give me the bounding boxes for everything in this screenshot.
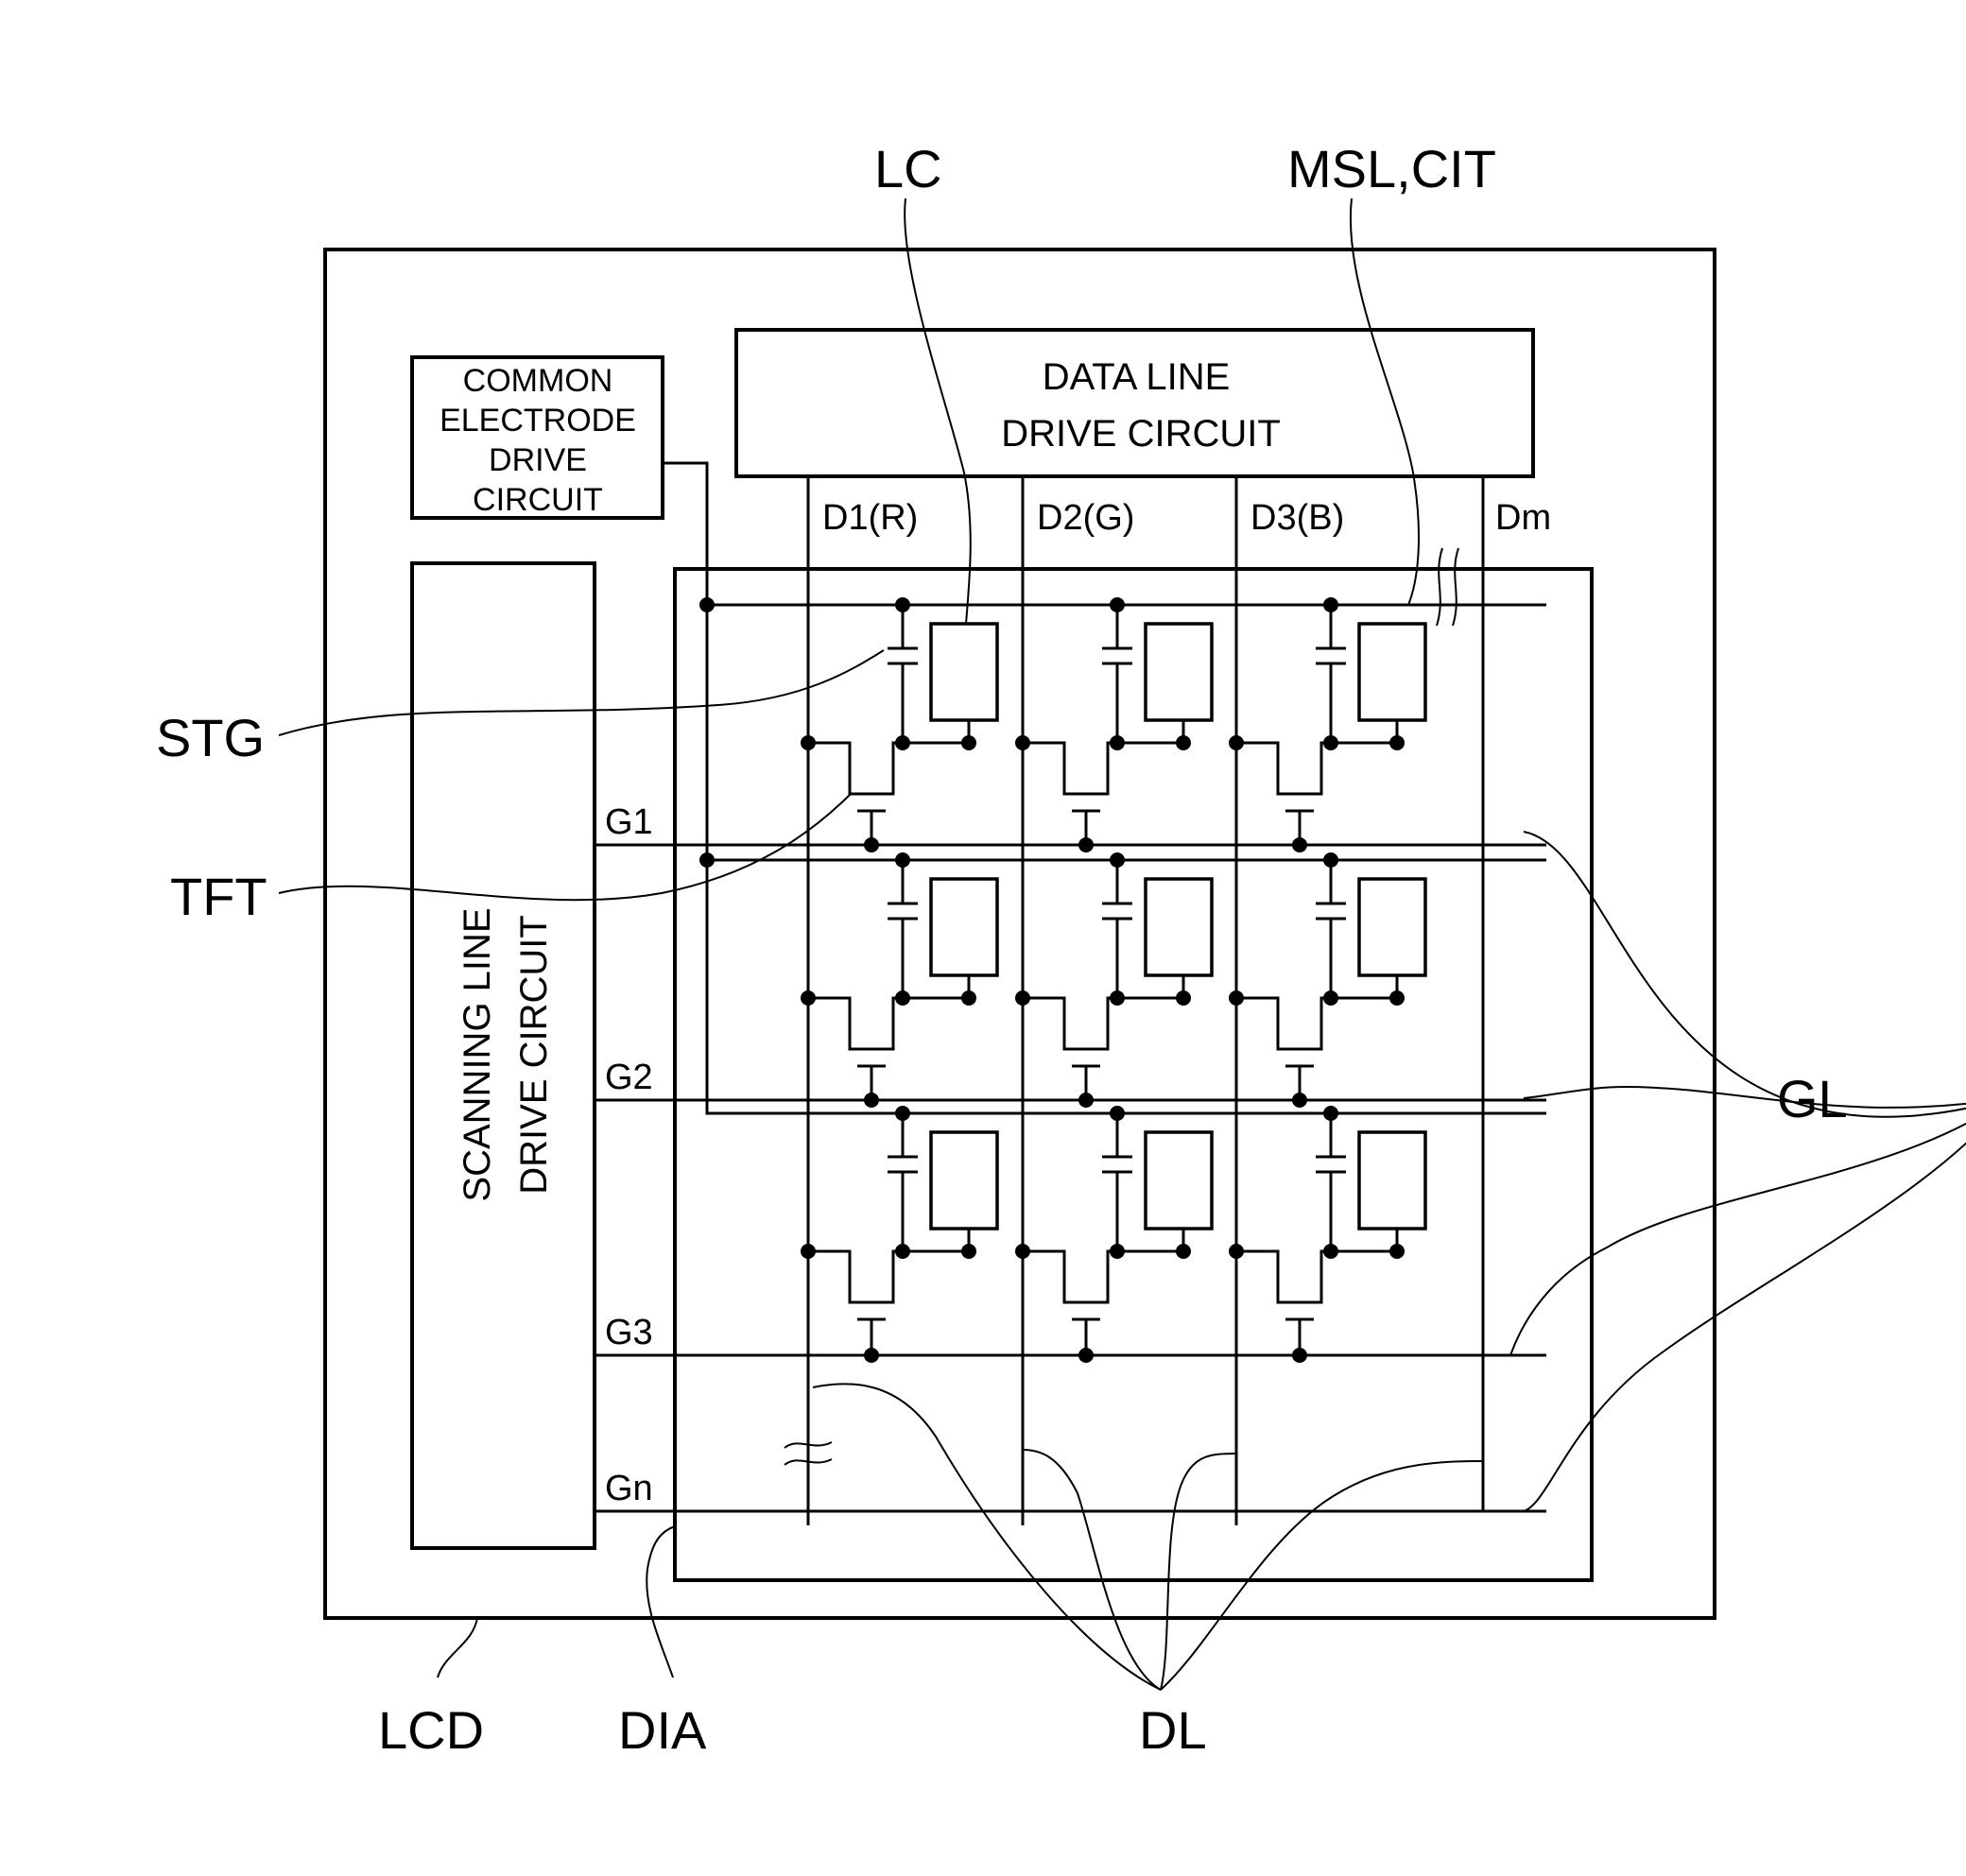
junction-dot <box>1078 1093 1094 1108</box>
junction-dot <box>1323 1244 1338 1259</box>
data-circuit-line-1: DATA LINE <box>1043 356 1231 398</box>
junction-dot <box>1229 990 1244 1006</box>
junction-dot <box>1015 735 1030 750</box>
junction-dot <box>1015 1244 1030 1259</box>
label-lc: LC <box>874 139 942 198</box>
gate-line-label-g1: G1 <box>605 802 653 842</box>
label-lcd: LCD <box>378 1700 484 1760</box>
common-circuit-line-4: CIRCUIT <box>473 482 603 518</box>
data-line-label-dm: Dm <box>1495 498 1551 538</box>
junction-dot <box>1110 1244 1125 1259</box>
common-circuit-line-3: DRIVE <box>489 442 587 478</box>
junction-dot <box>1323 990 1338 1006</box>
data-line-label-d3: D3(B) <box>1250 498 1344 538</box>
gate-line-label-g3: G3 <box>605 1313 653 1352</box>
display-area <box>675 569 1592 1580</box>
junction-dot <box>961 990 976 1006</box>
liquid-crystal-cell <box>1359 624 1425 720</box>
junction-dot <box>801 735 816 750</box>
junction-dot <box>1292 837 1307 852</box>
junction-dot <box>1389 735 1405 750</box>
label-msl-cit: MSL,CIT <box>1287 139 1496 198</box>
common-circuit-line-1: COMMON <box>463 363 613 399</box>
junction-dot <box>1323 735 1338 750</box>
junction-dot <box>1389 1244 1405 1259</box>
liquid-crystal-cell <box>1146 879 1212 975</box>
junction-dot <box>1176 1244 1191 1259</box>
liquid-crystal-cell <box>1359 1132 1425 1229</box>
scan-circuit-line-2: DRIVE CIRCUIT <box>513 915 555 1195</box>
scan-circuit-line-1: SCANNING LINE <box>457 907 498 1201</box>
junction-dot <box>895 1244 910 1259</box>
junction-dot <box>801 990 816 1006</box>
liquid-crystal-cell <box>1146 624 1212 720</box>
data-line-label-d1: D1(R) <box>822 498 918 538</box>
junction-dot <box>1389 990 1405 1006</box>
junction-dot <box>895 735 910 750</box>
junction-dot <box>1292 1348 1307 1363</box>
junction-dot <box>1229 735 1244 750</box>
label-dl: DL <box>1139 1700 1207 1760</box>
data-circuit-line-2: DRIVE CIRCUIT <box>1001 413 1281 455</box>
liquid-crystal-cell <box>931 879 997 975</box>
liquid-crystal-cell <box>931 624 997 720</box>
label-dia: DIA <box>618 1700 707 1760</box>
junction-dot <box>1110 735 1125 750</box>
liquid-crystal-cell <box>1359 879 1425 975</box>
junction-dot <box>1110 1106 1125 1121</box>
common-circuit-line-2: ELECTRODE <box>440 403 636 439</box>
leader-lcd <box>438 1618 477 1678</box>
label-tft: TFT <box>170 867 267 926</box>
junction-dot <box>961 1244 976 1259</box>
gate-line-label-g2: G2 <box>605 1058 653 1097</box>
junction-dot <box>864 837 879 852</box>
junction-dot <box>1323 1106 1338 1121</box>
common-node-2 <box>699 852 715 868</box>
junction-dot <box>895 990 910 1006</box>
gate-line-label-gn: Gn <box>605 1469 653 1508</box>
junction-dot <box>1078 1348 1094 1363</box>
junction-dot <box>895 597 910 612</box>
liquid-crystal-cell <box>931 1132 997 1229</box>
junction-dot <box>1176 990 1191 1006</box>
junction-dot <box>1292 1093 1307 1108</box>
junction-dot <box>895 1106 910 1121</box>
junction-dot <box>1110 990 1125 1006</box>
data-line-label-d2: D2(G) <box>1037 498 1134 538</box>
junction-dot <box>1323 852 1338 868</box>
junction-dot <box>1176 735 1191 750</box>
junction-dot <box>961 735 976 750</box>
junction-dot <box>864 1093 879 1108</box>
junction-dot <box>1015 990 1030 1006</box>
junction-dot <box>1110 852 1125 868</box>
junction-dot <box>1110 597 1125 612</box>
junction-dot <box>1323 597 1338 612</box>
junction-dot <box>801 1244 816 1259</box>
junction-dot <box>1078 837 1094 852</box>
liquid-crystal-cell <box>1146 1132 1212 1229</box>
junction-dot <box>864 1348 879 1363</box>
junction-dot <box>1229 1244 1244 1259</box>
label-stg: STG <box>156 708 265 767</box>
label-gl: GL <box>1777 1069 1848 1128</box>
junction-dot <box>895 852 910 868</box>
